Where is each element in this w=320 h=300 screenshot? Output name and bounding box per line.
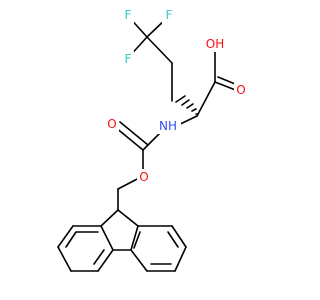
atom-f3: F: [120, 51, 134, 67]
hash-3: [186, 103, 194, 109]
atom-nh: NH: [155, 118, 181, 134]
bond-c9-c9a: [100, 209, 119, 227]
structure-diagram: F F F OH O NH O O: [57, 8, 248, 272]
hash-5: [175, 95, 186, 103]
bonds: [57, 15, 241, 272]
bond-left-5: [57, 225, 74, 248]
atom-f2: F: [162, 8, 176, 24]
bond-c-o-carbonyl-a: [114, 126, 144, 151]
atom-o-carbonyl-label: O: [107, 117, 116, 131]
bond-alpha-cooh: [196, 81, 216, 117]
bond-right-5: [171, 225, 187, 248]
atom-f1: F: [120, 8, 134, 24]
hash-2: [191, 108, 197, 112]
bond-nh-c: [142, 132, 161, 151]
hash-4: [181, 99, 190, 106]
bond-left-2: [97, 249, 114, 272]
bond-cf3-ch2: [146, 36, 173, 64]
atom-o-acid-label: O: [236, 83, 245, 97]
bond-right-4: [174, 246, 187, 272]
bond-c9-c8a: [117, 209, 139, 227]
bond-left-inner-2: [65, 231, 77, 248]
atom-f1-label: F: [125, 8, 132, 22]
bond-left-inner-1: [93, 249, 105, 265]
atom-nh-label: NH: [159, 119, 177, 133]
bond-left-1: [100, 225, 114, 251]
atom-labels: F F F OH O NH O O: [105, 8, 248, 185]
atom-o-ester-label: O: [139, 170, 148, 184]
bond-right-inner-3: [133, 231, 141, 249]
stereo-hash-wedge: [175, 95, 199, 115]
atom-f3-label: F: [125, 52, 132, 66]
atom-o-carbonyl: O: [105, 116, 119, 132]
atom-oh: OH: [203, 36, 229, 52]
atom-o-ester: O: [137, 169, 151, 185]
bond-right-1: [130, 225, 139, 251]
bond-left-4: [57, 246, 72, 272]
bond-c-o-carbonyl-b: [119, 121, 149, 146]
atom-oh-label: OH: [206, 37, 224, 51]
atom-o-acid: O: [234, 82, 248, 98]
atom-f2-label: F: [166, 8, 173, 22]
bond-right-2: [130, 249, 148, 272]
bond-right-inner-2: [167, 231, 179, 248]
